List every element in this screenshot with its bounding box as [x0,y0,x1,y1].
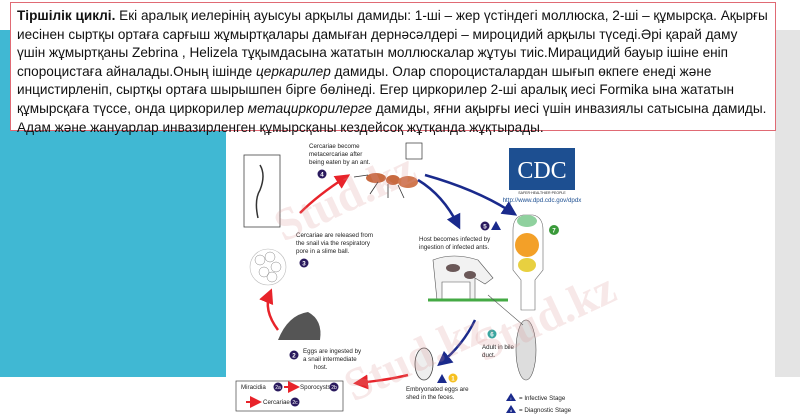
cdc-logo [509,148,575,190]
svg-text:Cercariae become: Cercariae become [309,143,360,150]
lifecycle-diagram: CDC SAFER·HEALTHIER·PEOPLE http://www.dp… [228,135,590,415]
svg-text:Cercariae: Cercariae [263,399,290,406]
svg-text:Host becomes infected by: Host becomes infected by [419,236,491,243]
stage-legend: i = Infective Stage d = Diagnostic Stage [506,393,572,414]
svg-text:Cercariae are released from: Cercariae are released from [296,232,373,239]
metacercaria-inset [405,142,423,160]
red-arrow [259,288,280,331]
slime-ball-icon [249,248,287,286]
step-3-label: Cercariae are released from the snail vi… [296,232,373,268]
diagnostic-stage-icon [437,374,447,383]
svg-text:3: 3 [302,261,306,268]
red-arrow [353,373,409,390]
stage-legend-box: Miracidia 2a Sporocysts 2b Cercariae 2c [235,380,344,412]
svg-text:metacercariae after: metacercariae after [309,151,362,158]
step-4-label: Cercariae become metacercariae after bei… [309,143,371,179]
step-1-label: 1 Embryonated eggs are shed in the feces… [406,373,469,401]
svg-text:Miracidia: Miracidia [241,384,266,391]
cdc-logo-text: CDC [517,158,566,184]
svg-text:7: 7 [552,228,556,235]
svg-text:a snail intermediate: a snail intermediate [303,356,357,363]
svg-text:2: 2 [292,353,296,360]
svg-text:Eggs are ingested by: Eggs are ingested by [303,348,362,355]
cdc-url[interactable]: http://www.dpd.cdc.gov/dpdx [503,197,583,204]
svg-text:Embryonated eggs are: Embryonated eggs are [406,386,469,393]
cdc-tagline: SAFER·HEALTHIER·PEOPLE [518,191,566,195]
svg-text:i: i [511,396,512,401]
section-title: Тіршілік циклі. [17,8,116,23]
paragraph-part: Екі аралық иелерінің ауысуы арқылы дамид… [17,8,768,79]
svg-text:pore in a slime ball.: pore in a slime ball. [296,248,350,255]
slide-side-band [775,30,800,377]
paragraph-part: дамиды, яғни ақырғы иесі үшін инвазиялы … [17,100,767,135]
svg-text:host.: host. [314,364,328,371]
cow-icon [428,255,508,302]
svg-text:4: 4 [320,172,324,179]
adult-fluke-icon [515,319,537,381]
svg-text:Sporocysts: Sporocysts [300,384,331,391]
svg-text:being eaten by an ant.: being eaten by an ant. [309,159,371,166]
svg-text:= Diagnostic Stage: = Diagnostic Stage [519,407,572,414]
svg-text:shed in the feces.: shed in the feces. [406,394,455,401]
svg-text:2b: 2b [331,385,337,391]
svg-text:5: 5 [483,224,487,231]
snail-icon [278,312,321,340]
cercaria-icon [255,164,264,219]
human-body-icon [512,214,544,311]
svg-text:d: d [510,408,512,413]
paragraph-part: дамиды. Олар спороцисталардан шығып өкпе… [17,63,735,116]
egg-icon [414,347,434,381]
svg-text:Adult in bile: Adult in bile [482,344,515,351]
step-2-label: 2 Eggs are ingested by a snail intermedi… [289,348,362,371]
svg-text:1: 1 [451,376,455,383]
infective-stage-icon [491,221,501,230]
term-metacercariae: метациркорилерге [247,100,373,116]
term-cercariae: церкарилер [256,63,331,79]
step-6-label: 6 Adult in bile duct. [482,329,515,359]
lifecycle-svg: CDC SAFER·HEALTHIER·PEOPLE http://www.dp… [235,142,583,414]
ant-icon [353,173,418,199]
blue-arrow [417,178,461,230]
svg-text:ingestion of infected ants.: ingestion of infected ants. [419,244,489,251]
step-7-badge [549,225,559,235]
step-5-label: 5 Host becomes infected by ingestion of … [419,221,501,251]
svg-text:duct.: duct. [482,352,496,359]
blue-arrow [437,319,477,367]
svg-text:= Infective Stage: = Infective Stage [519,395,566,402]
lifecycle-text-box: Тіршілік циклі. Екі аралық иелерінің ауы… [10,2,776,135]
red-arrow [299,174,351,214]
svg-text:the snail via the respiratory: the snail via the respiratory [296,240,371,247]
svg-text:2c: 2c [292,400,298,406]
svg-text:6: 6 [490,332,494,339]
blue-arrow [424,173,518,216]
cercaria-image-frame [243,154,281,228]
svg-text:2a: 2a [275,385,281,391]
